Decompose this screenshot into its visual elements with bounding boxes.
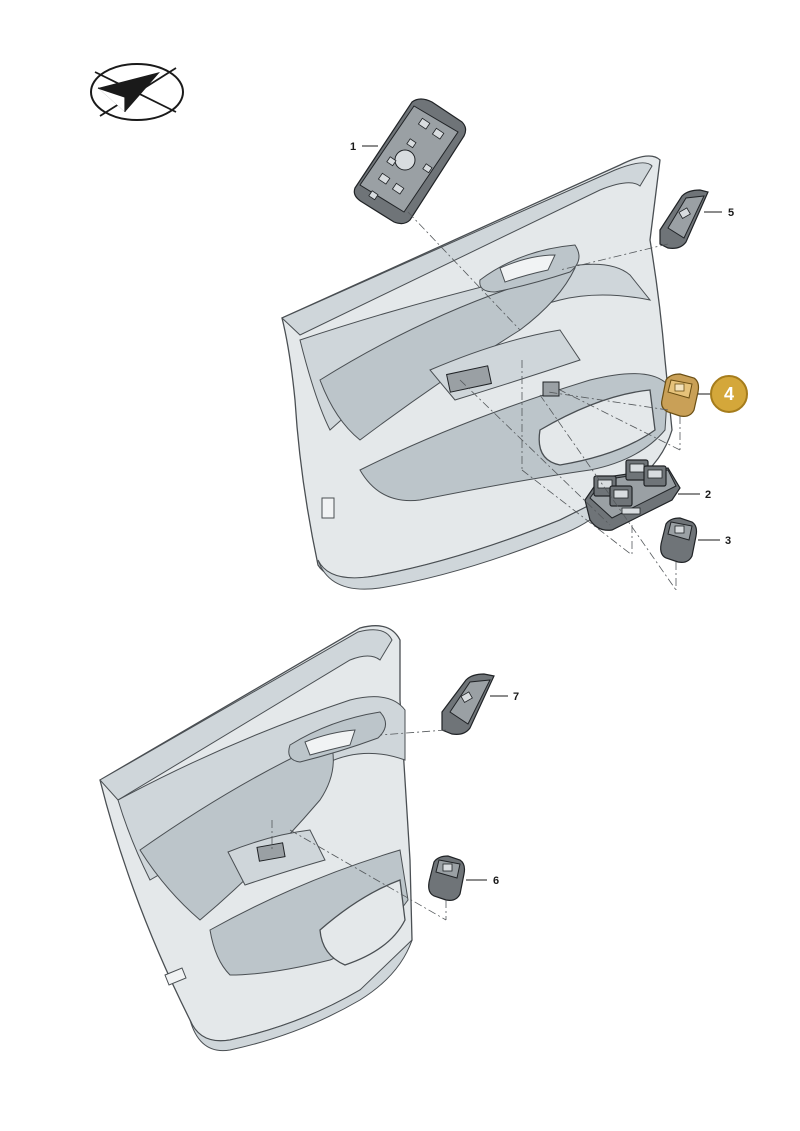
callout-7: 7	[490, 691, 519, 703]
part-7-mirror-switch-rear[interactable]	[441, 673, 495, 735]
part-4-highlighted-switch[interactable]	[661, 373, 700, 417]
checkmark-plane-oval-logo-icon	[90, 63, 184, 121]
rear-door-panel	[99, 625, 413, 1052]
part-1-seat-control-module[interactable]	[353, 98, 467, 225]
callout-4-label: 4	[724, 384, 734, 404]
callout-3: 3	[698, 535, 731, 547]
callout-2: 2	[678, 489, 711, 501]
callout-7-label: 7	[513, 691, 519, 703]
part-6-rear-window-switch[interactable]	[428, 855, 466, 901]
callout-1: 1	[350, 141, 378, 153]
callout-1-label: 1	[350, 141, 356, 153]
callout-3-label: 3	[725, 535, 731, 547]
callout-4-badge	[711, 376, 747, 412]
callout-5: 5	[704, 207, 734, 219]
callout-4: 4	[698, 375, 748, 413]
callout-2-label: 2	[705, 489, 711, 501]
part-5-mirror-switch-front[interactable]	[659, 189, 709, 249]
part-2-window-switch-cluster[interactable]	[584, 459, 681, 531]
callout-5-label: 5	[728, 207, 734, 219]
assembly-dash-lines	[271, 211, 681, 921]
callout-6-label: 6	[493, 875, 499, 887]
part-3-single-window-switch[interactable]	[660, 517, 698, 563]
callout-6: 6	[466, 875, 499, 887]
